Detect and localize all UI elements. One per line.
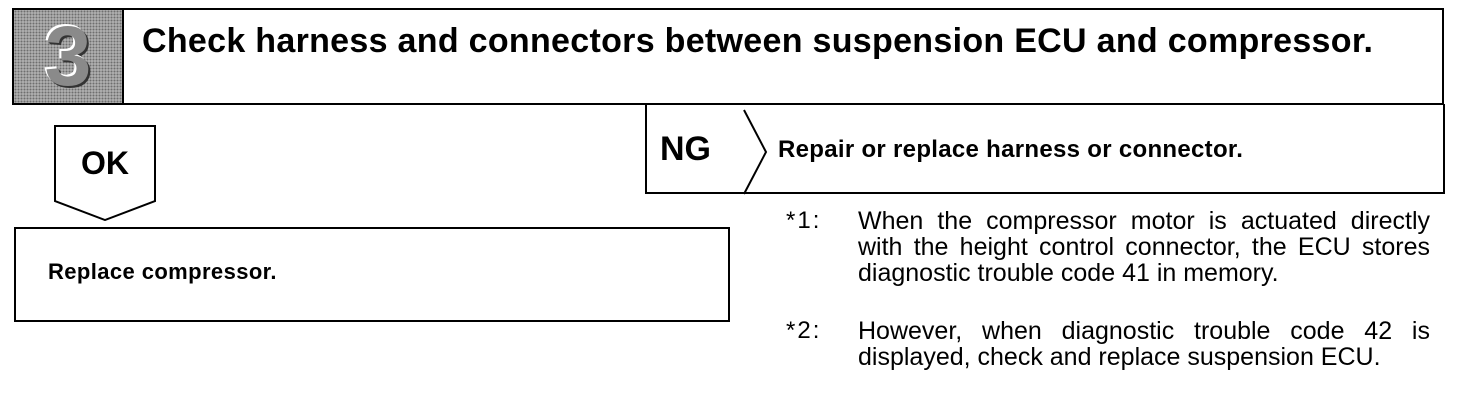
ng-action-text: Repair or replace harness or connector. — [778, 136, 1244, 163]
ok-action-text: Replace compressor. — [48, 259, 277, 284]
note-text-1: When the compressor motor is actuated di… — [858, 207, 1430, 287]
ng-action-box — [645, 104, 1445, 194]
step-title: Check harness and connectors between sus… — [142, 22, 1374, 60]
ok-label: OK — [81, 145, 129, 181]
note-marker-1: *1: — [786, 207, 822, 234]
ok-action-box: Replace compressor. — [14, 227, 730, 322]
step-number-badge: 3 — [14, 10, 124, 103]
step-header: 3 Check harness and connectors between s… — [12, 8, 1444, 105]
note-text-2: However, when diagnostic trouble code 42… — [858, 317, 1430, 371]
ng-chevron-icon — [743, 109, 768, 195]
ng-label: NG — [660, 130, 711, 168]
ok-arrow-marker — [54, 125, 156, 221]
note-marker-2: *2: — [786, 317, 822, 344]
step-number: 3 — [44, 9, 92, 103]
